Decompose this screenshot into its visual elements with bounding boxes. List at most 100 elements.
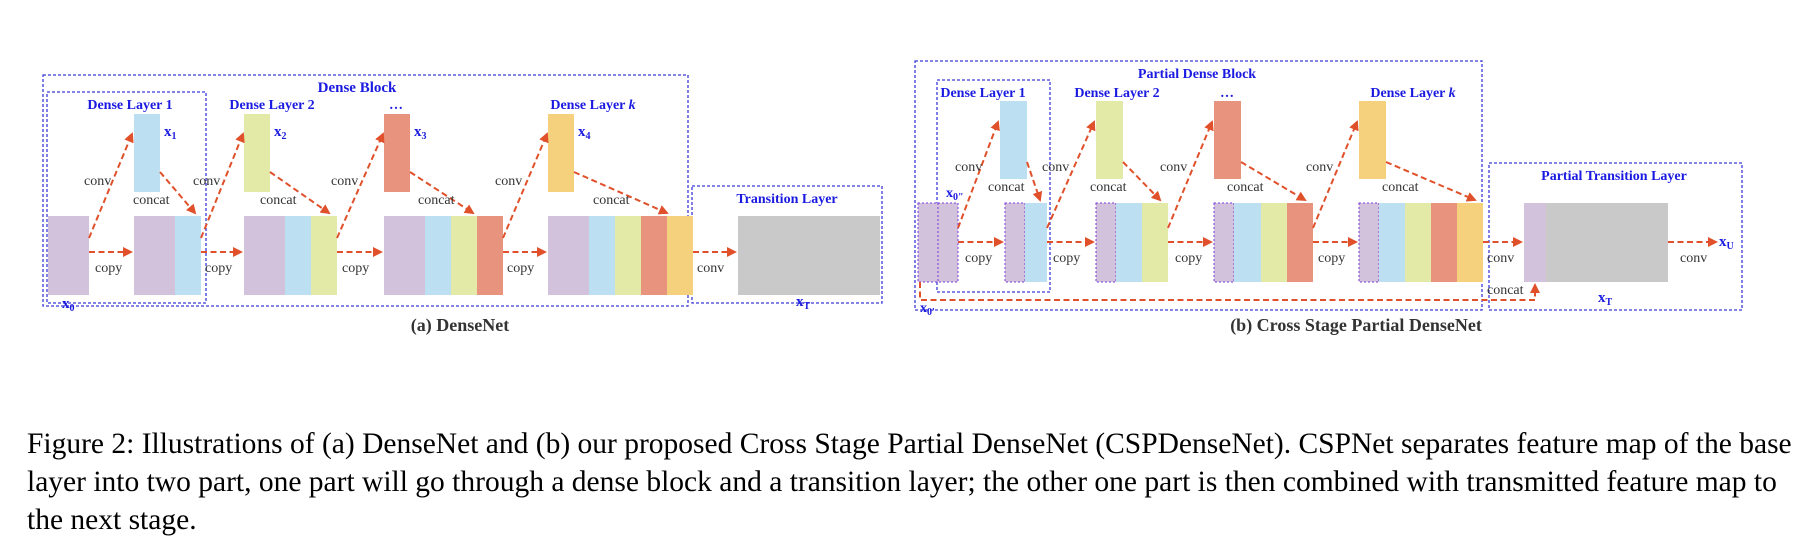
csp-dense-layer-1-boundary [936, 79, 1051, 293]
csp-concat-k-part-2 [1405, 203, 1431, 282]
concat-4-part-x3 [641, 216, 667, 295]
csp-concat-3-part-3 [1287, 203, 1313, 282]
csp-concat-1-part-1 [1025, 203, 1047, 282]
csp-concat-k-part-k [1457, 203, 1483, 282]
concat-2-part-x0 [244, 216, 285, 295]
label-concat: concat [418, 193, 455, 208]
csp-concat-k-part-3 [1431, 203, 1457, 282]
csp-concat-1-part-x0 [1004, 202, 1026, 283]
label-xu: xU [1719, 234, 1734, 252]
concat-3-part-x1 [425, 216, 451, 295]
label-xt: xT [1598, 290, 1613, 308]
transition-output-xt [1546, 203, 1668, 282]
dense-layer-1-title: Dense Layer 1 [87, 98, 172, 113]
label-x3: x3 [414, 124, 427, 142]
csp-concat-3-part-x0 [1213, 202, 1235, 283]
transition-output-xt [738, 216, 880, 295]
dense-layer-k-title: Dense Layer k [550, 98, 635, 113]
label-x2: x2 [274, 124, 287, 142]
label-copy: copy [342, 261, 369, 276]
densenet-diagram: Dense Block Dense Layer 1 Dense Layer 2 … [42, 74, 883, 336]
cspdensenet-diagram: Partial Dense Block Dense Layer 1 Dense … [914, 60, 1743, 336]
label-concat: concat [1487, 283, 1524, 298]
cspdensenet-arrows [919, 120, 1718, 301]
csp-dense-layer-1-title: Dense Layer 1 [940, 86, 1025, 101]
label-conv: conv [193, 174, 220, 189]
csp-dense-layer-k-title: Dense Layer k [1370, 86, 1455, 101]
label-conv: conv [84, 174, 111, 189]
dense-layer-ellipsis: … [389, 98, 403, 113]
csp-concat-2-part-1 [1116, 203, 1142, 282]
label-copy: copy [1175, 251, 1202, 266]
csp-dense-layer-2-title: Dense Layer 2 [1074, 86, 1159, 101]
concat-1-part-x1 [175, 216, 201, 295]
csp-concat-k-part-x0 [1358, 202, 1380, 283]
label-conv: conv [1306, 160, 1333, 175]
label-copy: copy [965, 251, 992, 266]
concat-4-part-x1 [589, 216, 615, 295]
transition-layer-title: Transition Layer [736, 192, 837, 207]
new-feature-x2 [244, 114, 270, 192]
label-copy: copy [205, 261, 232, 276]
transition-concat-part-x0p [1524, 203, 1546, 282]
dense-block-boundary [42, 74, 689, 307]
concat-4-part-x2 [615, 216, 641, 295]
label-copy: copy [1053, 251, 1080, 266]
csp-concat-k-part-1 [1379, 203, 1405, 282]
label-copy: copy [507, 261, 534, 276]
concat-3-part-x0 [384, 216, 425, 295]
concat-2-part-x1 [285, 216, 311, 295]
concat-4-part-x0 [548, 216, 589, 295]
label-copy: copy [1318, 251, 1345, 266]
label-concat: concat [1227, 180, 1264, 195]
label-concat: concat [260, 193, 297, 208]
label-conv: conv [955, 160, 982, 175]
label-conv: conv [1487, 251, 1514, 266]
label-conv: conv [1042, 160, 1069, 175]
csp-dense-layer-ellipsis: … [1220, 86, 1234, 101]
label-concat: concat [988, 180, 1025, 195]
csp-concat-2-part-2 [1142, 203, 1168, 282]
new-feature-x3 [384, 114, 410, 192]
partial-dense-block-boundary [914, 60, 1483, 311]
label-x0p: x0' [920, 301, 935, 318]
figure-caption: Figure 2: Illustrations of (a) DenseNet … [27, 427, 1792, 536]
label-concat: concat [1090, 180, 1127, 195]
label-x1: x1 [164, 124, 177, 142]
new-feature-x4 [548, 114, 574, 192]
csp-concat-3-part-2 [1261, 203, 1287, 282]
input-base-feature-map [917, 202, 959, 283]
dense-block-title: Dense Block [318, 80, 397, 96]
partial-dense-block-title: Partial Dense Block [1138, 67, 1256, 82]
csp-new-feature-1 [1000, 101, 1027, 179]
label-concat: concat [1382, 180, 1419, 195]
csp-new-feature-k [1359, 101, 1386, 179]
label-concat: concat [133, 193, 170, 208]
subcaption-a: (a) DenseNet [411, 315, 509, 336]
label-xt: xT [796, 294, 811, 312]
label-x0: x0 [62, 296, 75, 314]
label-x4: x4 [578, 124, 591, 142]
csp-concat-3-part-1 [1234, 203, 1261, 282]
subcaption-b: (b) Cross Stage Partial DenseNet [1230, 315, 1482, 336]
new-feature-x1 [134, 114, 160, 192]
input-feature-map-x0 [48, 216, 89, 295]
label-copy: copy [95, 261, 122, 276]
label-conv: conv [1160, 160, 1187, 175]
dense-layer-2-title: Dense Layer 2 [229, 98, 314, 113]
concat-4-part-x4 [667, 216, 693, 295]
densenet-arrows [88, 132, 737, 257]
figure-diagram: Dense Block Dense Layer 1 Dense Layer 2 … [42, 60, 1743, 336]
label-conv: conv [697, 261, 724, 276]
label-x0pp: x0" [946, 186, 964, 203]
concat-3-part-x3 [477, 216, 503, 295]
label-conv: conv [1680, 251, 1707, 266]
concat-3-part-x2 [451, 216, 477, 295]
concat-1-part-x0 [134, 216, 175, 295]
label-conv: conv [495, 174, 522, 189]
csp-new-feature-2 [1096, 101, 1123, 179]
concat-2-part-x2 [311, 216, 337, 295]
partial-transition-layer-boundary [1488, 162, 1743, 311]
label-concat: concat [593, 193, 630, 208]
csp-concat-2-part-x0 [1095, 202, 1117, 283]
